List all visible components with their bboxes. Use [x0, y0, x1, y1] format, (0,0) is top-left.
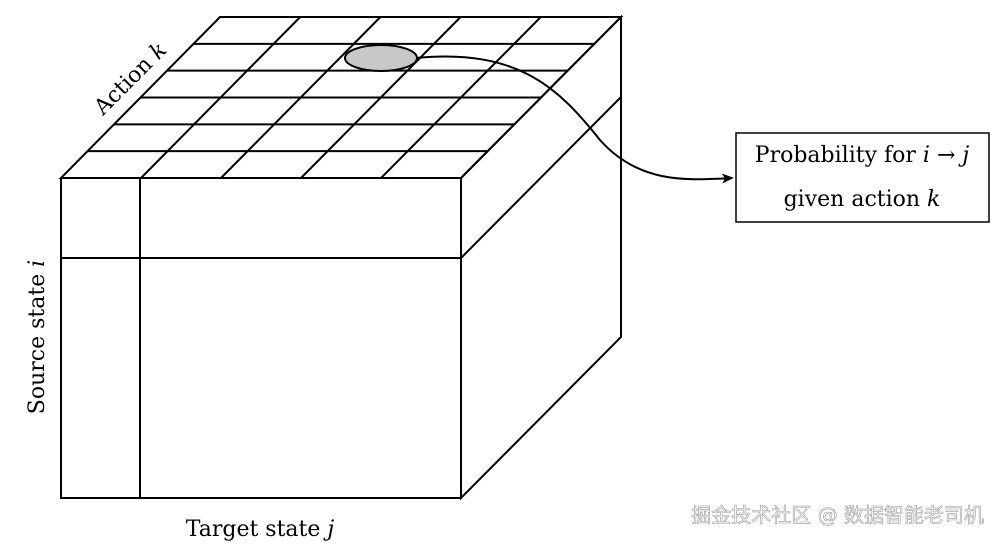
cube-right-face	[460, 14, 622, 501]
source-state-axis-label: Source state i	[25, 260, 50, 414]
callout-line-2: given action k	[784, 187, 941, 212]
cube-top-face	[58, 16, 624, 179]
callout-line-1: Probability for i → j	[755, 143, 970, 168]
callout-arrow	[415, 55, 734, 184]
cube-front-face	[60, 177, 462, 499]
top-grid-column-line	[140, 16, 301, 179]
right-face-outline	[460, 14, 622, 501]
top-grid-column-line	[300, 16, 462, 179]
callout-box	[735, 132, 990, 223]
top-grid-column-line	[220, 16, 382, 179]
front-face-outline	[60, 177, 462, 499]
target-state-axis-label: Target state j	[186, 517, 335, 542]
right-face-row-line	[460, 96, 622, 259]
top-grid-column-line	[380, 16, 542, 179]
watermark-text: 掘金技术社区 @ 数据智能老司机	[691, 503, 984, 527]
highlighted-cell	[344, 44, 418, 72]
